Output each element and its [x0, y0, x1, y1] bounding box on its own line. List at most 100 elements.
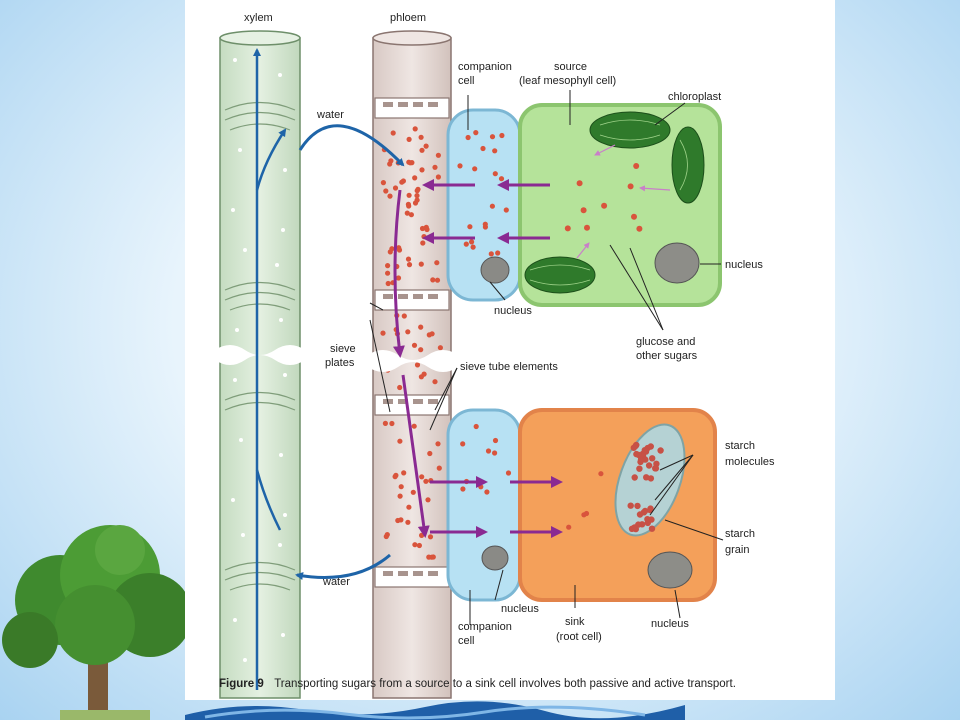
- sugar-dot: [382, 420, 388, 426]
- sink-nucleus: [647, 551, 693, 589]
- sugar-dot: [482, 221, 488, 227]
- label-phloem: phloem: [390, 12, 426, 24]
- sugar-dot: [576, 180, 583, 187]
- sugar-dot: [432, 164, 438, 170]
- sugar-dot: [418, 324, 424, 330]
- sugar-dot: [427, 534, 434, 540]
- label-source-1: source: [554, 61, 587, 73]
- sugar-dot: [472, 166, 478, 172]
- sugar-dot: [418, 347, 424, 353]
- sugar-dot: [635, 521, 642, 528]
- sugar-dot: [406, 136, 412, 142]
- sugar-dot: [406, 504, 412, 510]
- figure-caption: Figure 9 Transporting sugars from a sour…: [219, 674, 736, 691]
- source-nucleus: [654, 242, 700, 284]
- sugar-dot: [492, 437, 499, 444]
- sugar-dot: [418, 134, 424, 140]
- sugar-dot: [503, 207, 509, 213]
- sugar-dot: [648, 525, 656, 532]
- sugar-dot: [460, 486, 466, 492]
- sugar-dot: [419, 147, 425, 153]
- sugar-dot: [385, 270, 391, 276]
- sugar-dot: [627, 183, 634, 190]
- sugar-dot: [397, 384, 403, 391]
- sugar-dot: [631, 213, 637, 220]
- label-source-2: (leaf mesophyll cell): [519, 75, 616, 87]
- sugar-dot: [489, 134, 496, 140]
- water-arrow-bottom: [295, 553, 391, 580]
- sugar-dot: [410, 489, 416, 495]
- sugar-dot: [492, 450, 498, 456]
- sugar-dot: [498, 176, 505, 182]
- sugar-dot: [419, 474, 425, 480]
- label-sink-2: (root cell): [556, 631, 602, 643]
- caption-figure-number: Figure 9: [219, 678, 264, 690]
- transport-diagram: xylem phloem companion cell source (leaf…: [215, 12, 775, 699]
- sugar-dot: [423, 143, 429, 149]
- companion-cell-bottom: [446, 408, 522, 602]
- sugar-dot: [437, 345, 443, 351]
- sugar-dot: [385, 280, 391, 287]
- sugar-dot: [395, 517, 401, 524]
- sugar-dot: [460, 441, 466, 447]
- label-starch-grain-2: grain: [725, 544, 749, 556]
- label-nucleus-companion-bottom: nucleus: [501, 603, 539, 615]
- sugar-dot: [412, 542, 418, 548]
- sugar-dot: [423, 224, 429, 230]
- sugar-dot: [388, 158, 394, 164]
- companion-cell-top: [446, 108, 522, 302]
- sugar-dot: [495, 250, 501, 256]
- sugar-dot: [627, 502, 634, 509]
- label-glucose-1: glucose and: [636, 336, 695, 348]
- sugar-dot: [465, 134, 471, 141]
- sugar-dot: [637, 458, 644, 466]
- label-sieve-plates-2: plates: [325, 357, 355, 369]
- sugar-dot: [397, 493, 403, 499]
- companion-top-nucleus: [480, 256, 510, 284]
- sugar-dot: [434, 260, 440, 266]
- phloem-tube: [368, 30, 458, 699]
- sugar-dot: [643, 474, 650, 481]
- sugar-dot: [580, 207, 587, 214]
- sugar-dot: [406, 192, 412, 198]
- sugar-dot: [429, 554, 435, 560]
- sugar-dot: [633, 163, 640, 169]
- sugar-dot: [392, 185, 399, 191]
- sugar-dot: [647, 443, 654, 450]
- sugar-dot: [634, 502, 641, 510]
- label-companion-top-2: cell: [458, 75, 475, 87]
- sugar-dot: [492, 171, 498, 177]
- sugar-dot: [414, 197, 420, 203]
- label-chloroplast: chloroplast: [668, 91, 721, 103]
- source-cell: [518, 103, 722, 307]
- sugar-dot: [405, 519, 411, 525]
- sugar-dot: [420, 240, 426, 246]
- sugar-dot: [649, 455, 656, 462]
- sugar-dot: [435, 174, 441, 180]
- sugar-dot: [397, 438, 403, 444]
- sugar-dot: [470, 244, 476, 250]
- sugar-dot: [601, 202, 608, 209]
- label-nucleus-companion-top: nucleus: [494, 305, 532, 317]
- sugar-dot: [473, 423, 479, 430]
- sugar-dot: [463, 241, 469, 247]
- sugar-dot: [406, 262, 413, 268]
- sugar-dot: [415, 186, 421, 192]
- xylem-vessel: [215, 30, 305, 699]
- sugar-dot: [412, 126, 418, 132]
- sugar-dot: [380, 180, 386, 186]
- sugar-dot: [505, 470, 512, 476]
- sugar-dot: [430, 277, 436, 283]
- sugar-dot: [566, 524, 572, 530]
- label-starch-molecules-2: molecules: [725, 456, 775, 468]
- sugar-dot: [412, 175, 418, 181]
- sugar-dot: [432, 379, 438, 385]
- sugar-dot: [414, 193, 420, 199]
- sugar-dot: [421, 371, 427, 377]
- sugar-dot: [473, 130, 479, 136]
- sugar-dot: [631, 474, 638, 481]
- sugar-dot: [488, 251, 494, 257]
- label-starch-molecules-1: starch: [725, 440, 755, 452]
- sugar-dot: [389, 420, 395, 427]
